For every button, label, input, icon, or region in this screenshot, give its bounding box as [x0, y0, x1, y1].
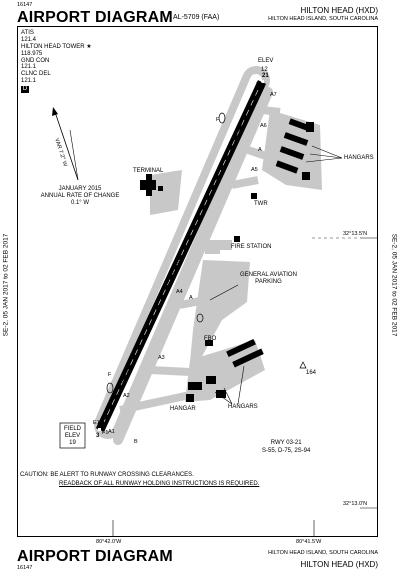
doc-number-bottom: 16147 — [17, 565, 33, 571]
clnc-freq: 121.1 — [21, 78, 37, 85]
taxiway-f1-label: F1 — [102, 430, 109, 436]
taxiway-a-label-mid: A — [189, 295, 193, 301]
taxiway-f-label-south: F — [108, 372, 112, 378]
runway-03-label: 3 — [96, 433, 100, 439]
field-elev-text: FIELD ELEV 19 — [60, 426, 85, 448]
field-elev-label: ELEV — [64, 433, 81, 440]
obstacle-label: 164 — [306, 370, 317, 376]
chart-title-bottom: AIRPORT DIAGRAM — [17, 548, 173, 565]
field-elevation-box — [59, 422, 86, 449]
doc-number-top: 16147 — [17, 2, 33, 8]
hangars-south-label: HANGARS — [228, 404, 258, 410]
caution-line2: READBACK OF ALL RUNWAY HOLDING INSTRUCTI… — [59, 481, 260, 487]
atis-label: ATIS — [21, 30, 34, 36]
fbo-apron — [185, 340, 265, 402]
elev-value: 12 — [261, 67, 268, 73]
taxiway-a4-label: A4 — [176, 289, 183, 295]
gnd-freq: 121.1 — [21, 64, 37, 71]
rwy-info-2: S-55, D-75, 2S-94 — [262, 447, 311, 454]
airport-name-bottom: HILTON HEAD (HXD) — [300, 560, 379, 569]
runway-21-label: 21 — [262, 73, 269, 79]
hangars-north-label: HANGARS — [344, 155, 374, 161]
airport-name-top: HILTON HEAD (HXD) — [300, 6, 379, 15]
ga-parking-line1: GENERAL AVIATION — [240, 272, 297, 278]
field-elev-value: 19 — [69, 440, 76, 447]
field-label: FIELD — [63, 426, 81, 432]
chart-title-top: AIRPORT DIAGRAM — [17, 9, 173, 26]
ga-parking-label: GENERAL AVIATION PARKING — [240, 272, 297, 286]
tower-label: HILTON HEAD TOWER ★ — [21, 43, 92, 50]
runway-strength: RWY 03-21 S-55, D-75, 2S-94 — [262, 440, 310, 455]
lon-left: 80°42.0'W — [96, 539, 122, 545]
rwy-info-1: RWY 03-21 — [270, 440, 302, 446]
annual-rate-block: JANUARY 2015 ANNUAL RATE OF CHANGE 0.1° … — [30, 186, 130, 207]
taxiway-f-label-north: F — [216, 117, 220, 123]
taxiway-f2-label: F2 — [256, 82, 263, 88]
clnc-label: CLNC DEL — [21, 71, 51, 78]
taxiway-b-label: B — [134, 439, 138, 445]
ga-parking-apron — [190, 260, 250, 362]
tower-building — [251, 193, 257, 199]
elev-label: ELEV — [258, 58, 274, 64]
terminal-label: TERMINAL — [133, 168, 164, 174]
taxiway-a5-label: A5 — [251, 167, 258, 173]
frequency-block: ATIS 121.4 HILTON HEAD TOWER ★ 118.975 G… — [21, 30, 92, 85]
terminal-apron — [150, 170, 182, 215]
tower-freq: 118.975 — [21, 50, 43, 57]
ga-parking-line2: PARKING — [255, 278, 282, 285]
location-top: HILTON HEAD ISLAND, SOUTH CAROLINA — [268, 16, 378, 22]
diagram-frame — [17, 26, 378, 537]
variation-date: JANUARY 2015 — [58, 186, 102, 192]
lon-right: 80°41.5'W — [296, 539, 322, 545]
category-badge: D — [21, 86, 29, 93]
lat-top: 32°13.5'N — [343, 231, 368, 237]
location-bottom: HILTON HEAD ISLAND, SOUTH CAROLINA — [268, 550, 378, 556]
taxiway-a7-label: A7 — [270, 92, 277, 98]
hangar-label: HANGAR — [170, 406, 196, 412]
fbo-label: FBO — [204, 336, 217, 342]
caution-line1: CAUTION: BE ALERT TO RUNWAY CROSSING CLE… — [20, 472, 194, 478]
lat-bottom: 32°13.0'N — [343, 501, 368, 507]
chart-id: AL-5709 (FAA) — [173, 14, 220, 21]
atis-freq: 121.4 — [21, 36, 37, 43]
rate-label: ANNUAL RATE OF CHANGE — [40, 192, 120, 199]
tower-label-map: TWR — [254, 201, 268, 207]
rate-value: 0.1° W — [70, 199, 90, 206]
taxiway-a1-label: A1 — [108, 429, 115, 435]
taxiway-e1-label: E1 — [93, 420, 100, 426]
taxiway-a3-label: A3 — [158, 355, 165, 361]
taxiway-a6-label: A6 — [260, 123, 267, 129]
fire-station-label: FIRE STATION — [231, 244, 272, 250]
gnd-label: GND CON — [21, 57, 50, 64]
taxiway-a2-label: A2 — [123, 393, 130, 399]
taxiway-a-label-north: A — [258, 147, 262, 153]
